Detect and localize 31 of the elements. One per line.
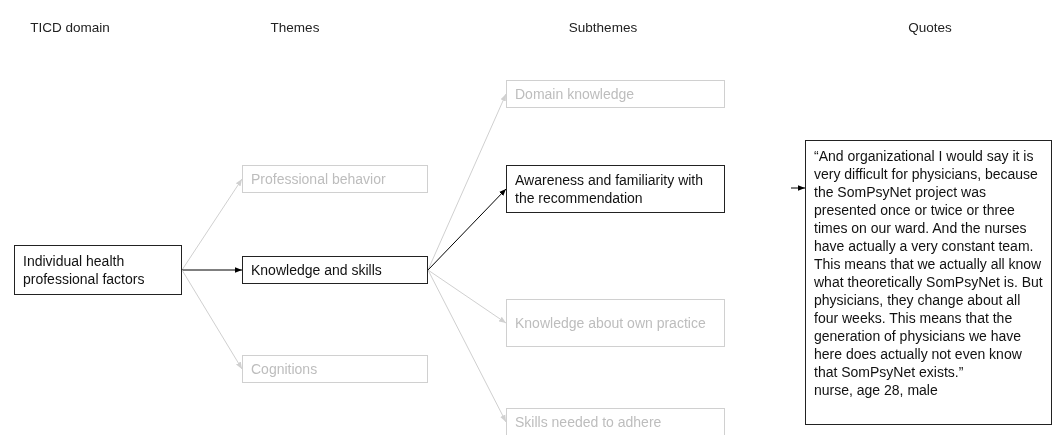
theme-box	[506, 165, 725, 213]
arrow	[790, 185, 806, 191]
column-header: Themes	[269, 20, 321, 35]
box-label: Skills needed to adhere	[515, 413, 663, 431]
box-label: Domain knowledge	[515, 85, 636, 103]
arrow	[427, 93, 507, 271]
box-label: Professional behavior	[251, 170, 387, 188]
quote-text: “And organizational I would say it is very difficult for physicians, because the SomPsyNet project was presented once or twice or three times on our ward. And the nurses have actually a very constant team. This means that we actually all know what theoretically SomPsyNet is. But physicians, they change about all four weeks. This means that the generation of physicians we have here does actually not even know that SomPsyNet exists.”	[814, 147, 1044, 381]
box-label: Knowledge about own practice	[515, 314, 707, 332]
column-header: TICD domain	[29, 20, 111, 35]
column-header: Subthemes	[567, 20, 639, 35]
arrow	[181, 269, 243, 370]
theme-box	[242, 355, 428, 383]
theme-box	[506, 408, 725, 435]
box-label: Knowledge and skills	[251, 261, 383, 279]
theme-box	[506, 299, 725, 347]
box-label: Awareness and familiarity with the recommendation	[515, 171, 705, 207]
box-label: Cognitions	[251, 360, 319, 378]
column-header: Quotes	[907, 20, 953, 35]
theme-box	[242, 165, 428, 193]
arrow	[427, 188, 507, 271]
quote-attribution: nurse, age 28, male	[814, 381, 939, 399]
box-label: Individual health professional factors	[23, 252, 146, 288]
arrow	[181, 267, 243, 273]
theme-box	[242, 256, 428, 284]
arrow	[427, 269, 507, 423]
arrow	[181, 178, 243, 271]
theme-box	[14, 245, 182, 295]
theme-box	[506, 80, 725, 108]
arrow	[427, 269, 507, 324]
quote-box	[805, 140, 1052, 425]
